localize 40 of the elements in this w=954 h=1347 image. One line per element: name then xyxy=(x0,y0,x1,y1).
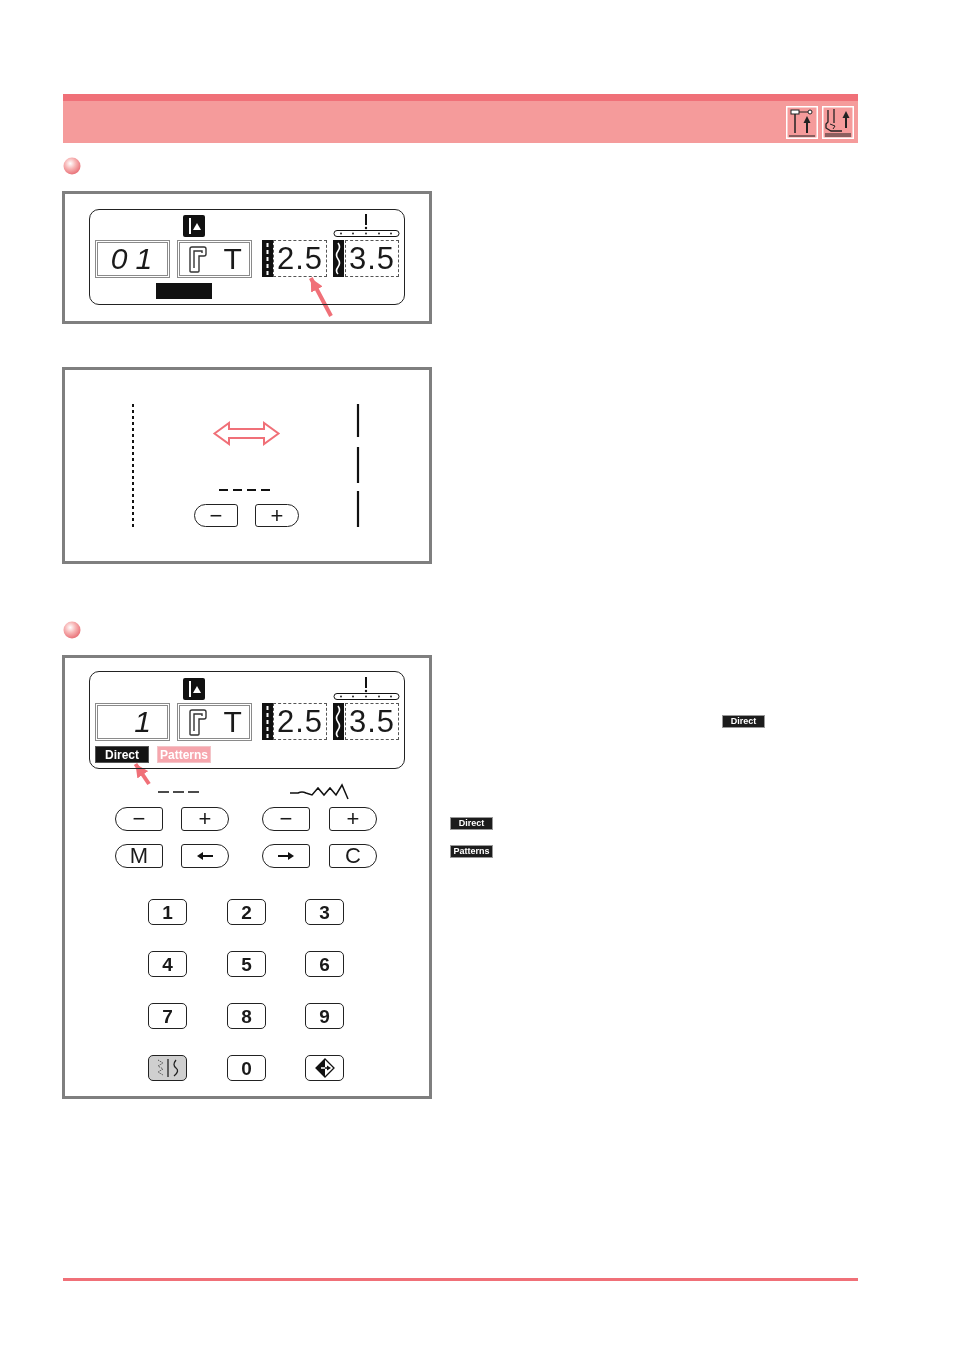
presser-foot-display xyxy=(177,703,252,741)
minus-button: − xyxy=(194,504,238,527)
symbol-key xyxy=(305,1055,344,1081)
memory-button: M xyxy=(115,844,163,868)
number-key: 2 xyxy=(227,899,266,925)
number-key: 4 xyxy=(148,951,187,977)
number-key: 9 xyxy=(305,1003,344,1029)
pattern-number-display: 01 xyxy=(95,240,170,278)
mode-indicator: Patterns xyxy=(157,746,211,763)
number-key: 3 xyxy=(305,899,344,925)
mode-indicator: Direct xyxy=(722,715,765,728)
plus-button: + xyxy=(181,807,229,831)
right-arrow-button xyxy=(262,844,310,868)
number-key: 1 xyxy=(148,899,187,925)
plus-button: + xyxy=(329,807,377,831)
mode-indicator-bar xyxy=(156,283,212,299)
minus-button: − xyxy=(115,807,163,831)
stitch-length-display: 2.5 xyxy=(273,703,327,740)
pointer-arrow xyxy=(133,762,151,786)
pointer-arrow xyxy=(309,277,333,317)
number-key: 0 xyxy=(227,1055,266,1081)
plus-button: + xyxy=(255,504,299,527)
number-key: 6 xyxy=(305,951,344,977)
mode-indicator: Direct xyxy=(95,746,149,763)
mode-indicator: Direct xyxy=(450,817,493,830)
number-key: 5 xyxy=(227,951,266,977)
stitch-width-display: 3.5 xyxy=(345,703,399,740)
stitch-width-display: 3.5 xyxy=(345,240,399,277)
stitch-length-display: 2.5 xyxy=(273,240,327,277)
minus-button: − xyxy=(262,807,310,831)
foot-code-letter: T xyxy=(223,244,242,274)
number-key: 8 xyxy=(227,1003,266,1029)
left-arrow-button xyxy=(181,844,229,868)
clear-button: C xyxy=(329,844,377,868)
foot-code-letter: T xyxy=(223,707,242,737)
mode-indicator: Patterns xyxy=(450,845,493,858)
pattern-number-display: 1 xyxy=(95,703,170,741)
presser-foot-display xyxy=(177,240,252,278)
stitch-mode-key xyxy=(148,1055,187,1081)
number-key: 7 xyxy=(148,1003,187,1029)
